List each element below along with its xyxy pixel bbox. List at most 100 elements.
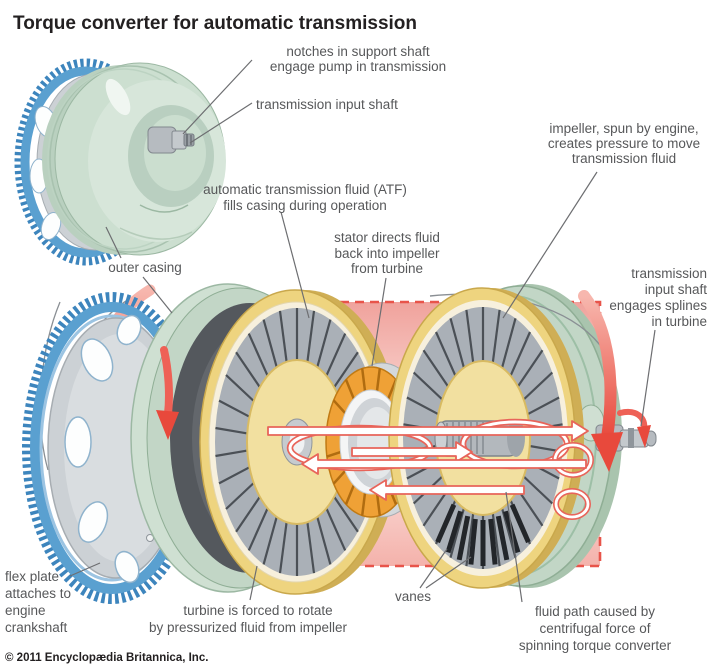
vane-line (488, 518, 498, 565)
fluid-loop-core (554, 489, 590, 519)
leader-impeller (502, 171, 598, 319)
vane-line (509, 331, 532, 377)
vane-line (468, 518, 478, 565)
vane-line (435, 503, 457, 544)
vane-line (215, 426, 248, 435)
fluid-flow-arrows (267, 418, 594, 520)
label-flex-plate: flex plate (5, 569, 59, 584)
label-input-shaft-right: input shaft (645, 282, 708, 297)
vane-line (344, 484, 355, 505)
casing-swirl (119, 227, 193, 240)
label-notches: notches in support shaft (286, 44, 430, 59)
leader-input-shaft-top (189, 102, 253, 144)
flex-plate-hole (116, 314, 142, 346)
label-outer-casing: outer casing (108, 260, 182, 275)
rotation-arrow-head (591, 432, 623, 472)
rotation-arrow-right (578, 290, 651, 472)
vane-line (215, 449, 248, 458)
casing-highlight (105, 78, 131, 116)
copyright-notice: © 2011 Encyclopædia Britannica, Inc. (5, 652, 208, 664)
vane-line (465, 513, 475, 567)
shaft-collar (628, 428, 634, 448)
label-impeller: transmission fluid (572, 151, 676, 166)
vane-line (516, 349, 544, 388)
vane-line (326, 450, 341, 458)
vane-line (225, 482, 255, 510)
vane-line (375, 368, 382, 392)
vane-line (491, 513, 501, 567)
vane-line (316, 516, 332, 565)
vane-line (306, 522, 316, 574)
vane-line (495, 515, 510, 561)
leader-fluid-path (505, 491, 523, 603)
fluid-arrow-left (369, 479, 525, 501)
vane-line (406, 396, 439, 416)
leader-input-shaft-right (640, 329, 656, 427)
vane-line (522, 475, 554, 505)
fluid-arrow-left (301, 453, 587, 475)
vane-line (278, 310, 288, 362)
label-impeller: impeller, spun by engine, (549, 121, 698, 136)
leader-vanes (425, 556, 472, 589)
impeller-wheel (388, 287, 584, 589)
vane-line (509, 503, 531, 544)
vane-line (445, 510, 463, 554)
support-shaft (147, 126, 195, 154)
vane-line (387, 379, 398, 400)
leader-turbine (249, 565, 258, 601)
vane-line (262, 516, 278, 565)
rotation-arrow-casing (160, 346, 173, 418)
vane-line (522, 371, 554, 401)
leader-stator (371, 277, 387, 367)
label-impeller: creates pressure to move (548, 136, 700, 151)
label-turbine: by pressurized fluid from impeller (149, 620, 348, 635)
vane-line (412, 371, 444, 401)
vane-line (225, 374, 255, 402)
vane-line (501, 318, 517, 368)
vane-line (360, 492, 367, 516)
shaft-notched-tip (183, 133, 195, 147)
vane-line (262, 319, 278, 368)
leader-lines (69, 59, 656, 603)
leader-vanes (419, 548, 448, 589)
vane-line (491, 309, 501, 363)
label-input-shaft-right: transmission (631, 266, 707, 281)
label-flex-plate: engine (5, 603, 46, 618)
label-input-shaft-right: engages splines (609, 298, 707, 313)
leader-outer-casing-up (105, 226, 122, 259)
vane-line (501, 508, 517, 558)
vane-line (434, 331, 457, 377)
flex-plate-hole (64, 416, 92, 468)
vane-line (332, 399, 347, 414)
flex-plate-hole (80, 338, 114, 382)
vane-line (456, 515, 471, 561)
flex-plate-hole (77, 501, 109, 543)
label-flex-plate: attaches to (5, 586, 71, 601)
label-input-shaft-top: transmission input shaft (256, 97, 398, 112)
vane-line (527, 396, 560, 416)
vane-line (306, 310, 316, 362)
vane-line (332, 470, 347, 485)
label-stator: from turbine (351, 261, 423, 276)
rotation-arrow-shaft-head (637, 425, 651, 448)
vane-line (218, 466, 250, 485)
vane-line (235, 351, 261, 388)
vane-line (278, 522, 288, 574)
label-fluid-path: spinning torque converter (519, 638, 672, 653)
label-input-shaft-right: in turbine (651, 314, 707, 329)
label-stator: stator directs fluid (334, 230, 440, 245)
vane-line (465, 309, 475, 363)
casing-swirl (139, 204, 189, 213)
vane-line (375, 492, 382, 516)
vane-line (325, 507, 347, 551)
vane-line (449, 508, 465, 558)
vane-line (218, 399, 250, 418)
vane-line (449, 318, 465, 368)
assembled-converter (14, 58, 226, 266)
vane-line (247, 507, 269, 551)
vane-line (333, 351, 359, 388)
label-flex-plate: crankshaft (5, 620, 68, 635)
vane-line (316, 319, 332, 368)
